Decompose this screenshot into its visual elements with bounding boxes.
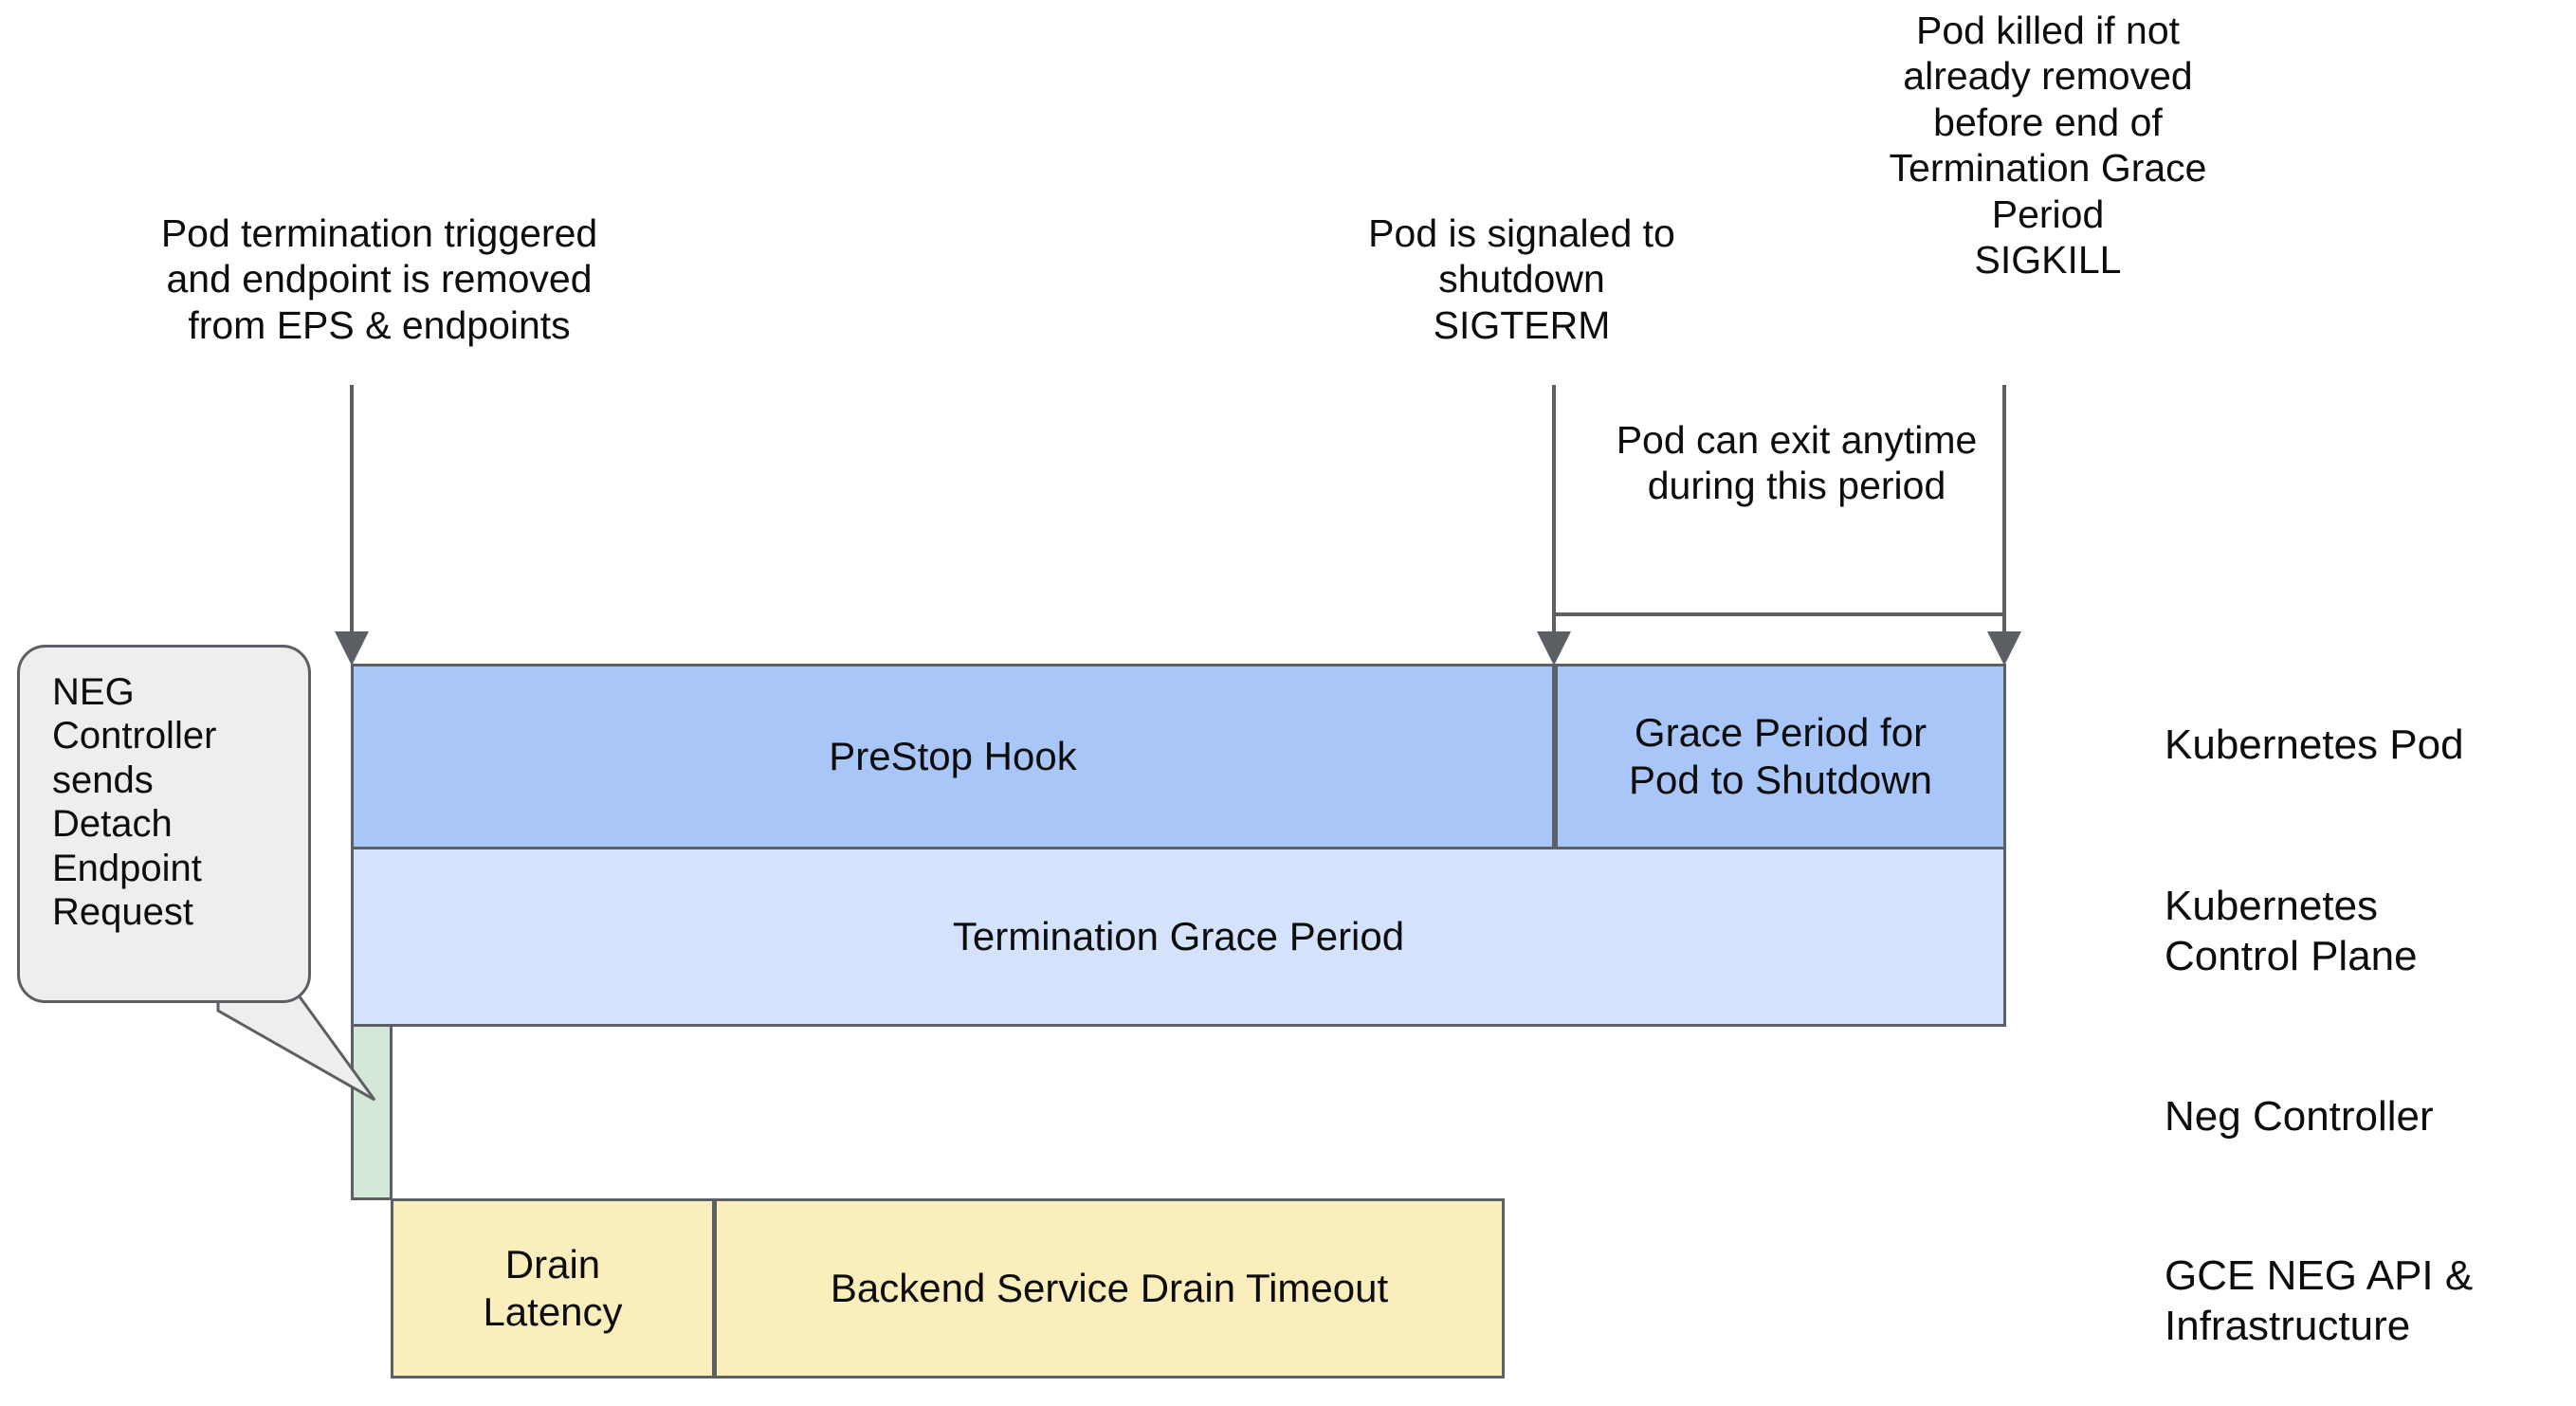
annotation-sigterm: Pod is signaled to shutdown SIGTERM (1368, 211, 1675, 347)
bar-prestop-hook[interactable]: PreStop Hook (351, 664, 1555, 849)
bar-drain-latency[interactable]: Drain Latency (391, 1198, 715, 1379)
lane-label-kubernetes-control-plane: Kubernetes Control Plane (2165, 883, 2418, 979)
lane-label-neg-controller: Neg Controller (2165, 1093, 2434, 1140)
bar-grace-period-for-pod-to-shutdown[interactable]: Grace Period for Pod to Shutdown (1555, 664, 2006, 849)
lane-label-kubernetes-pod: Kubernetes Pod (2165, 721, 2464, 768)
annotation-sigkill: Pod killed if not already removed before… (1889, 9, 2207, 282)
lane-label-gce-neg-api: GCE NEG API & Infrastructure (2165, 1252, 2474, 1349)
annotation-pod-can-exit: Pod can exit anytime during this period (1616, 418, 1978, 508)
annotation-pod-termination-triggered: Pod termination triggered and endpoint i… (160, 211, 598, 347)
bar-neg-detach[interactable] (351, 1024, 393, 1200)
neg-controller-callout: NEG Controller sends Detach Endpoint Req… (17, 645, 311, 1003)
bar-backend-service-drain-timeout[interactable]: Backend Service Drain Timeout (714, 1198, 1505, 1379)
bar-termination-grace-period[interactable]: Termination Grace Period (351, 847, 2006, 1027)
